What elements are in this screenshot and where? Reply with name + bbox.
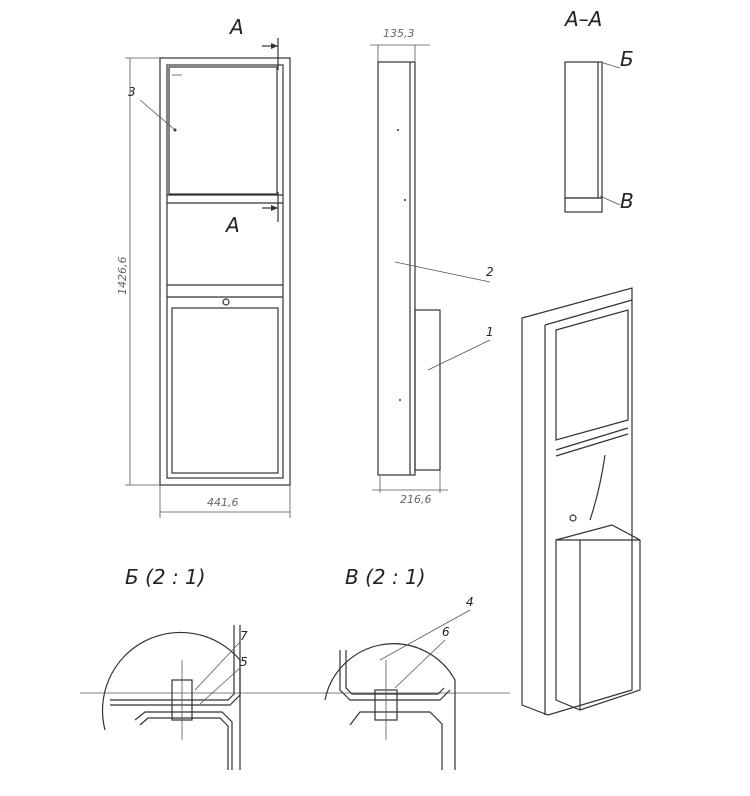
detail-b bbox=[80, 625, 510, 770]
detail-v bbox=[324, 609, 471, 770]
dim-width: 441,6 bbox=[207, 496, 239, 509]
callout-4: 4 bbox=[466, 595, 474, 609]
callout-1: 1 bbox=[486, 325, 494, 339]
detail-b-title: Б (2 : 1) bbox=[125, 565, 206, 589]
dim-bottom-depth: 216,6 bbox=[400, 493, 432, 506]
section-mark-a-top: A bbox=[228, 15, 244, 39]
isometric-view bbox=[521, 287, 641, 716]
detail-v-title: В (2 : 1) bbox=[345, 565, 426, 589]
callout-3: 3 bbox=[128, 85, 136, 99]
section-title-a-a: A–A bbox=[563, 7, 602, 31]
callout-6: 6 bbox=[442, 625, 450, 639]
section-a-a bbox=[564, 61, 621, 213]
section-mark-v: В bbox=[620, 189, 634, 213]
callout-5: 5 bbox=[240, 655, 248, 669]
side-view bbox=[370, 44, 491, 493]
callout-7: 7 bbox=[240, 629, 248, 643]
section-mark-b: Б bbox=[620, 47, 634, 71]
section-mark-a-bottom: A bbox=[224, 213, 240, 237]
dim-top-depth: 135,3 bbox=[383, 27, 415, 40]
front-view bbox=[125, 38, 291, 518]
callout-2: 2 bbox=[486, 265, 494, 279]
dim-height: 1426,6 bbox=[116, 257, 129, 296]
